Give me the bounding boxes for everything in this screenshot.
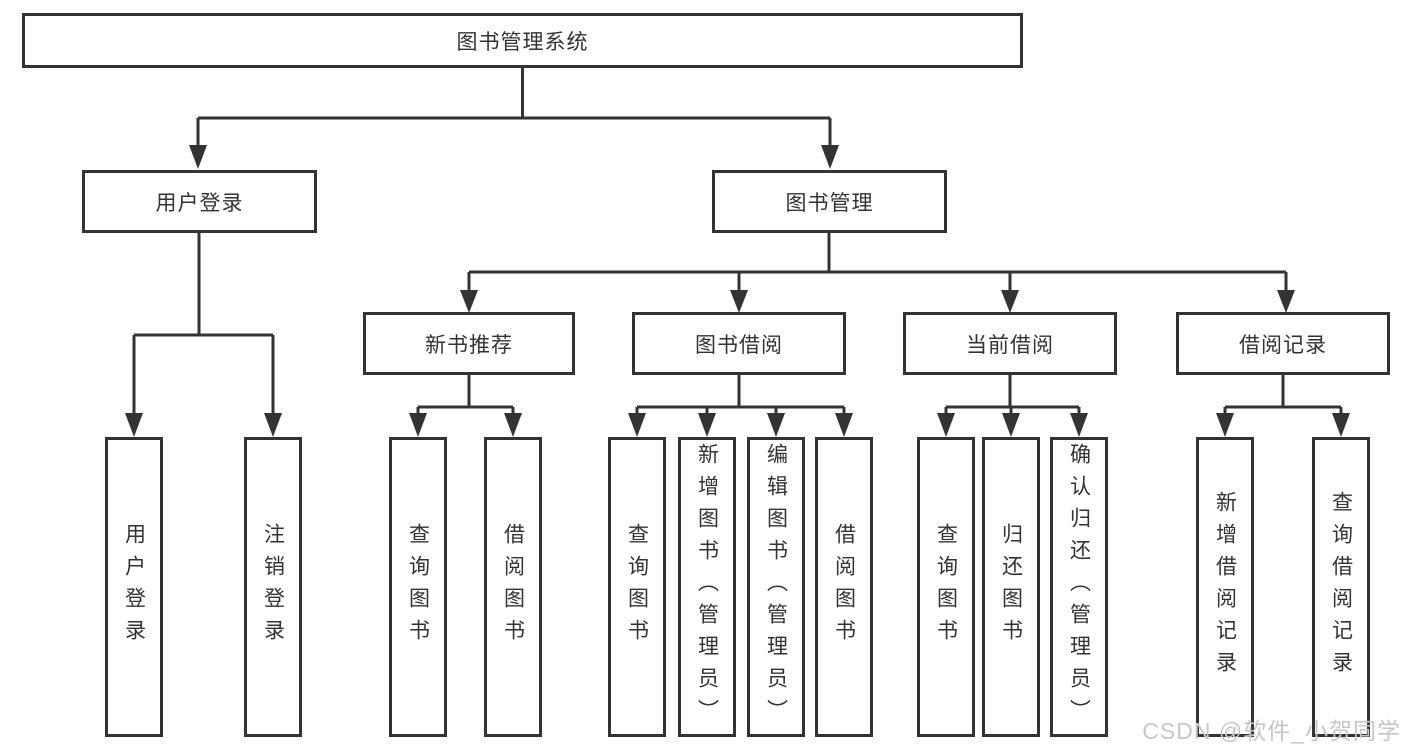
leaf-return-book: 归还图书 — [982, 437, 1040, 737]
node-label: 新书推荐 — [425, 333, 513, 357]
leaf-confirm-return-admin: 确认归还（管理员） — [1050, 437, 1108, 737]
leaf-label: 查询图书 — [625, 523, 649, 651]
node-book-borrow: 图书借阅 — [632, 312, 846, 375]
leaf-label: 新增图书（管理员） — [695, 443, 719, 731]
leaf-query-books-current: 查询图书 — [917, 437, 975, 737]
leaf-user-login: 用户登录 — [105, 437, 163, 737]
leaf-label: 注销登录 — [261, 523, 285, 651]
node-label: 图书管理系统 — [456, 30, 589, 54]
node-user-login: 用户登录 — [82, 170, 317, 233]
leaf-query-books-recommend: 查询图书 — [389, 437, 447, 737]
leaf-label: 查询图书 — [406, 523, 430, 651]
leaf-label: 编辑图书（管理员） — [764, 443, 788, 731]
node-label: 图书借阅 — [695, 333, 783, 357]
leaf-label: 借阅图书 — [501, 523, 525, 651]
node-label: 图书管理 — [785, 191, 874, 215]
leaf-label: 归还图书 — [999, 523, 1023, 651]
leaf-label: 查询图书 — [934, 523, 958, 651]
leaf-logout: 注销登录 — [244, 437, 302, 737]
leaf-query-borrow-record: 查询借阅记录 — [1312, 437, 1370, 737]
leaf-label: 新增借阅记录 — [1213, 491, 1237, 683]
node-label: 借阅记录 — [1239, 333, 1327, 357]
leaf-label: 借阅图书 — [832, 523, 856, 651]
node-label: 当前借阅 — [966, 333, 1054, 357]
leaf-add-borrow-record: 新增借阅记录 — [1196, 437, 1254, 737]
node-library-management-system: 图书管理系统 — [22, 13, 1023, 68]
leaf-query-books-borrow: 查询图书 — [608, 437, 666, 737]
node-label: 用户登录 — [155, 191, 244, 215]
leaf-edit-book-admin: 编辑图书（管理员） — [747, 437, 805, 737]
csdn-watermark: CSDN @软件_小贺同学 — [1142, 718, 1401, 744]
leaf-label: 查询借阅记录 — [1329, 491, 1353, 683]
leaf-label: 用户登录 — [122, 523, 146, 651]
node-borrow-records: 借阅记录 — [1176, 312, 1390, 375]
node-book-management: 图书管理 — [712, 170, 947, 233]
node-new-book-recommend: 新书推荐 — [363, 312, 575, 375]
leaf-add-book-admin: 新增图书（管理员） — [678, 437, 736, 737]
node-current-borrow: 当前借阅 — [903, 312, 1117, 375]
leaf-borrow-books: 借阅图书 — [815, 437, 873, 737]
leaf-label: 确认归还（管理员） — [1067, 443, 1091, 731]
arrowheads — [125, 145, 1350, 437]
leaf-borrow-books-recommend: 借阅图书 — [484, 437, 542, 737]
